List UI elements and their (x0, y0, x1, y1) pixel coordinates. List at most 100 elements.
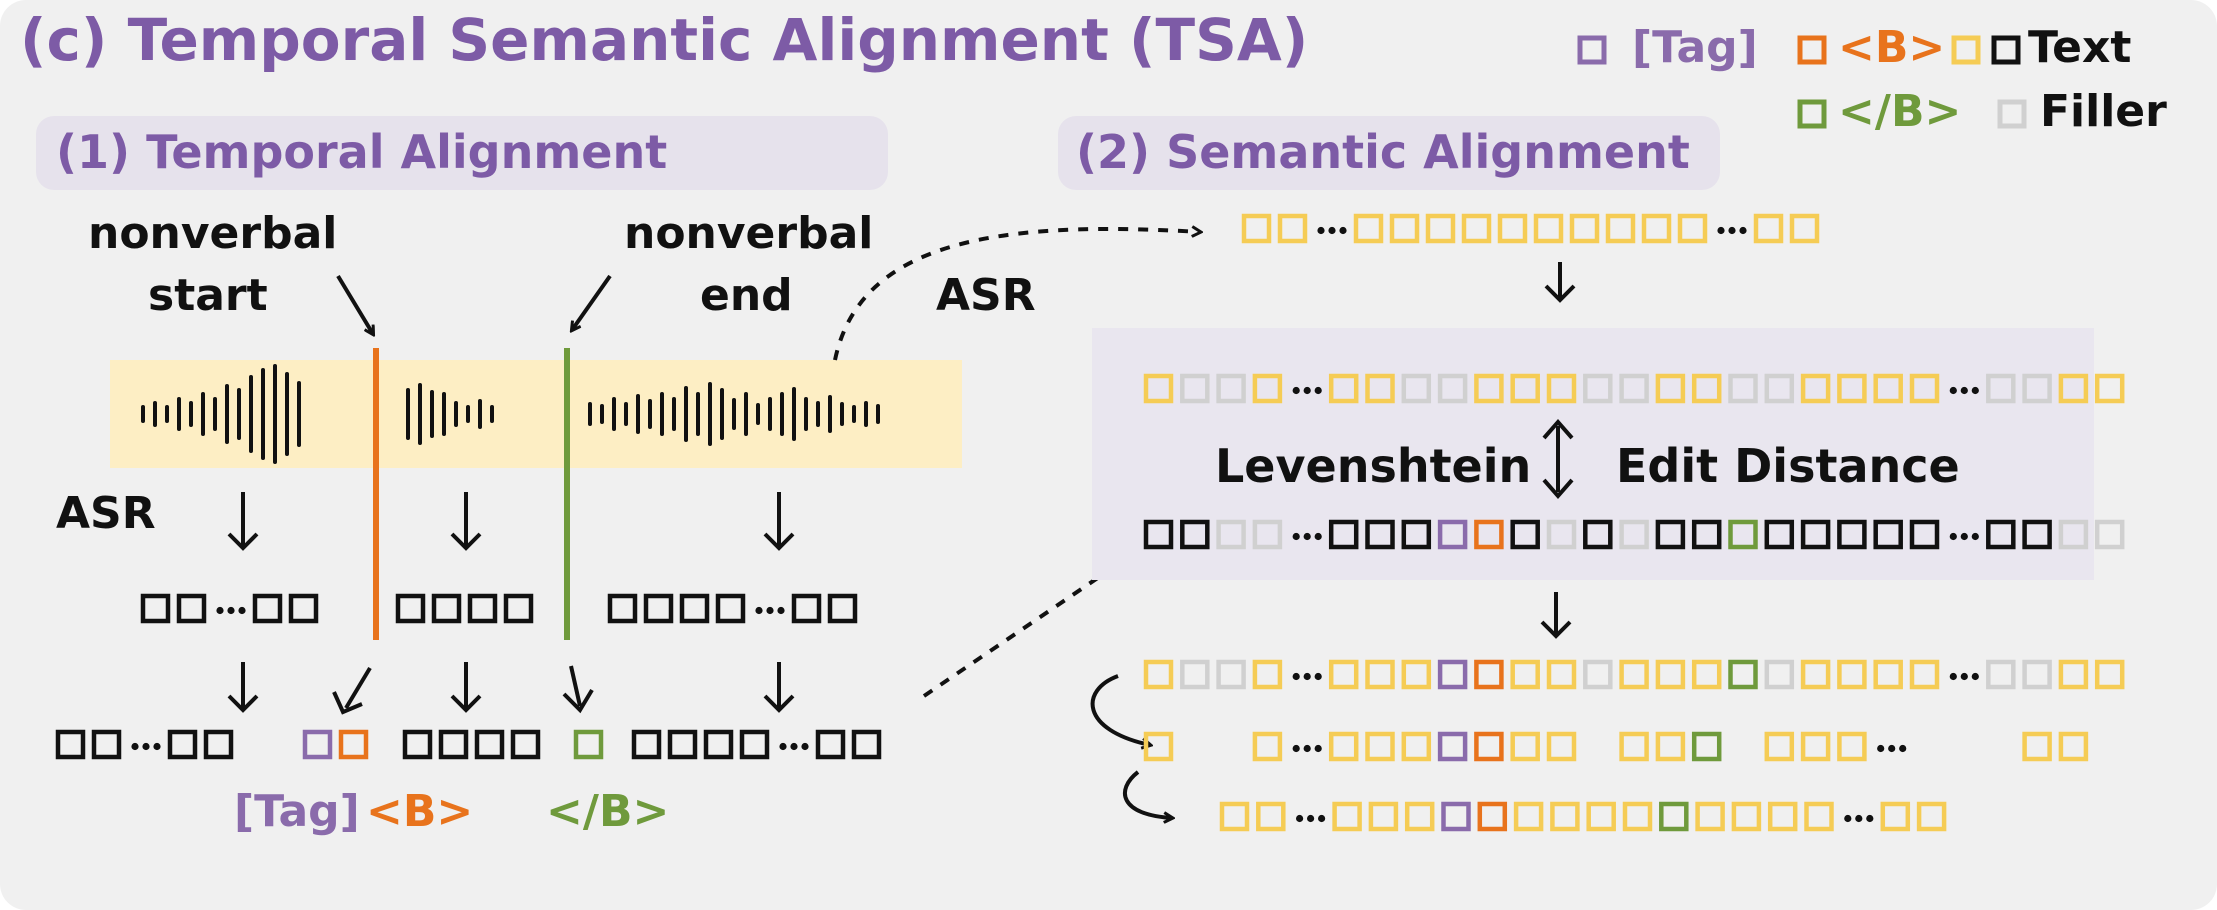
ellipsis-dot (1877, 744, 1885, 753)
ellipsis-dot (227, 606, 235, 615)
token-box (467, 593, 498, 624)
ellipsis-dot (131, 742, 139, 751)
token-box (1659, 801, 1689, 832)
panel2-heading-box (1058, 116, 1720, 190)
token-box (1873, 373, 1903, 404)
token-box (1909, 519, 1940, 550)
token-box (55, 729, 86, 760)
ellipsis-dot (1317, 226, 1325, 235)
token-box (1441, 801, 1471, 832)
nonverbal-start-line2: start (148, 270, 268, 321)
token-box (1655, 659, 1686, 690)
token-box (1764, 659, 1795, 690)
down-arrow-head (763, 694, 795, 713)
token-box (1619, 731, 1649, 762)
token-box (703, 729, 734, 760)
token-box (1619, 659, 1649, 690)
ellipsis-dot (1949, 532, 1957, 541)
token-box (1474, 731, 1504, 762)
ellipsis-dot (1960, 532, 1968, 541)
token-box (2094, 659, 2125, 690)
down-arrow-head (450, 532, 482, 551)
token-box (1546, 373, 1577, 404)
panel2-heading: (2) Semantic Alignment (1076, 125, 1690, 179)
down-arrow-head (227, 532, 259, 551)
ellipsis-dot (1314, 744, 1322, 753)
down-arrow-head (227, 694, 259, 713)
ellipsis-dot (1949, 672, 1957, 681)
legend-text-label: Text (2028, 22, 2131, 73)
token-box (1546, 731, 1577, 762)
levenshtein-label: Levenshtein (1215, 439, 1531, 493)
ellipsis-dot (1292, 672, 1300, 681)
token-box (1583, 659, 1613, 690)
nonverbal-end-line1: nonverbal (624, 208, 873, 259)
token-box (2022, 373, 2052, 404)
ellipsis-dot (1307, 814, 1315, 823)
edit-distance-label: Edit Distance (1616, 439, 1960, 493)
token-box (1365, 731, 1395, 762)
token-box (1550, 801, 1580, 832)
token-box (1916, 801, 1947, 832)
token-box (1474, 519, 1504, 550)
token-box (1873, 519, 1903, 550)
token-box (1252, 519, 1283, 550)
token-box (1728, 373, 1758, 404)
token-box (1365, 659, 1395, 690)
token-box (1800, 519, 1831, 550)
ellipsis-dot (1866, 814, 1874, 823)
token-box (1691, 373, 1722, 404)
token-box (1880, 801, 1911, 832)
ellipsis-dot (1728, 226, 1736, 235)
asr-dashed-arrow (833, 229, 1200, 361)
panel1-heading: (1) Temporal Alignment (56, 125, 667, 179)
token-box (438, 729, 469, 760)
token-box (2094, 373, 2125, 404)
token-box (1986, 373, 2016, 404)
token-box (1216, 659, 1246, 690)
ellipsis-dot (1888, 744, 1896, 753)
token-box (1143, 659, 1174, 690)
legend-tag-label: [Tag] (1632, 22, 1758, 73)
ellipsis-dot (1971, 672, 1979, 681)
token-box (176, 593, 207, 624)
levenshtein-box (1092, 328, 2094, 580)
ellipsis-dot (1739, 226, 1747, 235)
ellipsis-dot (1339, 226, 1347, 235)
token-box (1800, 659, 1831, 690)
token-box (1401, 519, 1432, 550)
token-box (667, 729, 698, 760)
token-box (1328, 659, 1359, 690)
token-box (679, 593, 710, 624)
token-box (203, 729, 234, 760)
token-box (1583, 373, 1613, 404)
token-box (1513, 801, 1544, 832)
token-box (1800, 373, 1831, 404)
token-box (1764, 519, 1795, 550)
token-box (2022, 519, 2052, 550)
ellipsis-dot (1949, 386, 1957, 395)
token-box (1622, 801, 1653, 832)
down-arrow-head (450, 694, 482, 713)
double-arrow (1542, 418, 1574, 500)
token-box (607, 593, 638, 624)
ellipsis-dot (1717, 226, 1725, 235)
end-label: </B> (546, 786, 669, 837)
token-sequences (55, 213, 2125, 832)
tag-label: [Tag] (234, 786, 360, 837)
token-box (1216, 519, 1246, 550)
ellipsis-dot (1960, 386, 1968, 395)
token-box (1328, 373, 1359, 404)
token-box (2058, 373, 2089, 404)
ellipsis-dot (1314, 386, 1322, 395)
token-box (827, 593, 858, 624)
legend-end-label: </B> (1838, 86, 1961, 137)
token-box (1804, 801, 1834, 832)
token-box (631, 729, 662, 760)
token-box (643, 593, 674, 624)
legend-begin-swatch (1797, 35, 1827, 65)
token-box (1837, 731, 1867, 762)
nonverbal-start-arrow (336, 274, 373, 334)
token-box (91, 729, 122, 760)
ellipsis-dot (142, 742, 150, 751)
